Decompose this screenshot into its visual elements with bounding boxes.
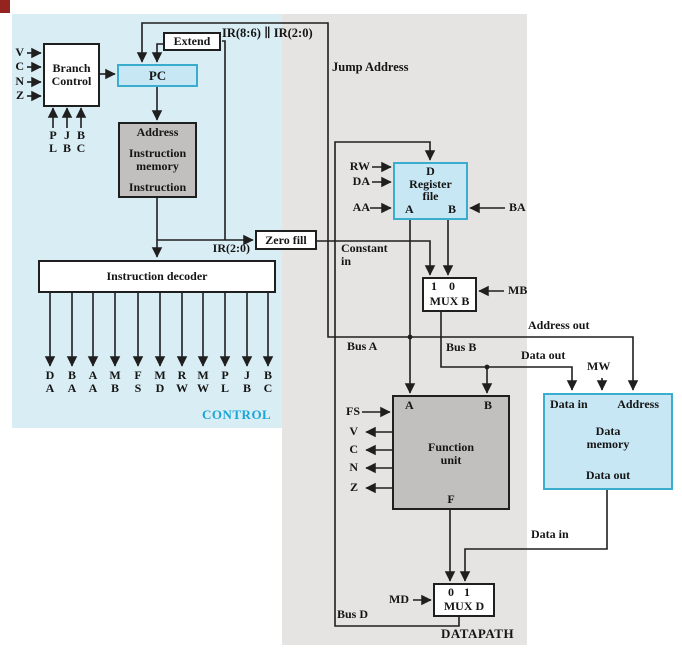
mux-d-label: MUX D [443,599,485,613]
mux-d-select-1: 1 [464,585,470,599]
function-unit-b-port: B [483,398,492,412]
data-memory-name-line1: Data [595,424,621,438]
data-memory-box: Data in Address Data memory Data out [543,393,673,490]
mw-label: MW [587,359,611,373]
data-memory-data-out-port: Data out [585,468,631,482]
aa-label: AA [352,200,370,214]
instruction-memory-address-port: Address [136,125,179,139]
extend-box: Extend [163,32,221,51]
function-flag-v: V [349,424,358,438]
instruction-memory-box: Address Instruction memory Instruction [118,122,197,198]
da-label: DA [352,174,370,188]
register-file-b-port: B [447,202,456,216]
datapath-region-label: DATAPATH [441,626,515,641]
mux-d-select-0: 0 [448,585,454,599]
data-memory-address-port: Address [617,397,659,411]
address-out-label: Address out [528,318,590,332]
ba-label: BA [509,200,526,214]
rw-label: RW [349,159,370,173]
branch-control-box: Branch Control [43,43,100,107]
branch-control-label-line1: Branch [52,61,91,75]
instruction-memory-instruction-port: Instruction [128,180,187,194]
constant-in-label: Constant in [341,241,388,268]
md-label: MD [389,592,409,606]
branch-input-pl: P L [48,128,57,155]
flag-label-z: Z [15,88,24,102]
extend-label: Extend [173,34,211,48]
register-file-a-port: A [405,202,414,216]
function-unit-name-line2: unit [440,453,462,467]
ir-concat-label: IR(8:6) ∥ IR(2:0) [222,26,313,40]
page-corner-marker [0,0,10,13]
branch-input-jb: J B [62,128,71,155]
datapath-region-background [282,14,527,645]
mux-b-box: 1 0 MUX B [422,277,477,312]
register-file-name-line1: Register [409,177,452,191]
mux-b-select-0: 0 [449,279,455,293]
function-unit-a-port: A [405,398,414,412]
function-flag-z: Z [349,480,358,494]
data-memory-name-line2: memory [586,437,630,451]
flag-label-v: V [15,45,24,59]
function-unit-f-port: F [447,492,455,506]
function-unit-name-line1: Function [427,440,474,454]
function-flag-n: N [349,460,358,474]
branch-input-bc: B C [76,128,86,155]
mux-b-label: MUX B [429,294,470,308]
instruction-decoder-box: Instruction decoder [38,260,276,293]
instruction-memory-name: Instruction memory [128,146,187,173]
mux-b-select-1: 1 [431,279,437,293]
pc-box: PC [117,64,198,87]
data-out-label: Data out [521,348,566,362]
register-file-box: D Register file A B [393,162,468,220]
control-region-label: CONTROL [202,407,272,422]
register-file-name-line2: file [422,189,439,203]
flag-label-n: N [15,74,24,88]
mb-label: MB [508,283,528,297]
ir-2-0-label: IR(2:0) [212,241,250,255]
register-file-d-port: D [426,164,435,178]
function-unit-box: A B Function unit F [392,395,510,510]
function-flag-c: C [349,442,358,456]
zero-fill-box: Zero fill [255,230,317,250]
bus-d-label: Bus D [337,607,369,621]
bus-b-label: Bus B [446,340,477,354]
mux-d-box: 0 1 MUX D [433,583,495,617]
fs-label: FS [345,404,360,418]
branch-control-label-line2: Control [51,74,92,88]
bus-a-label: Bus A [347,339,378,353]
data-in-label: Data in [531,527,569,541]
instruction-decoder-label: Instruction decoder [106,269,208,283]
zero-fill-label: Zero fill [265,232,307,247]
data-memory-data-in-port: Data in [550,397,588,411]
pc-label: PC [148,68,167,83]
flag-label-c: C [15,59,24,73]
jump-address-label: Jump Address [332,60,409,74]
